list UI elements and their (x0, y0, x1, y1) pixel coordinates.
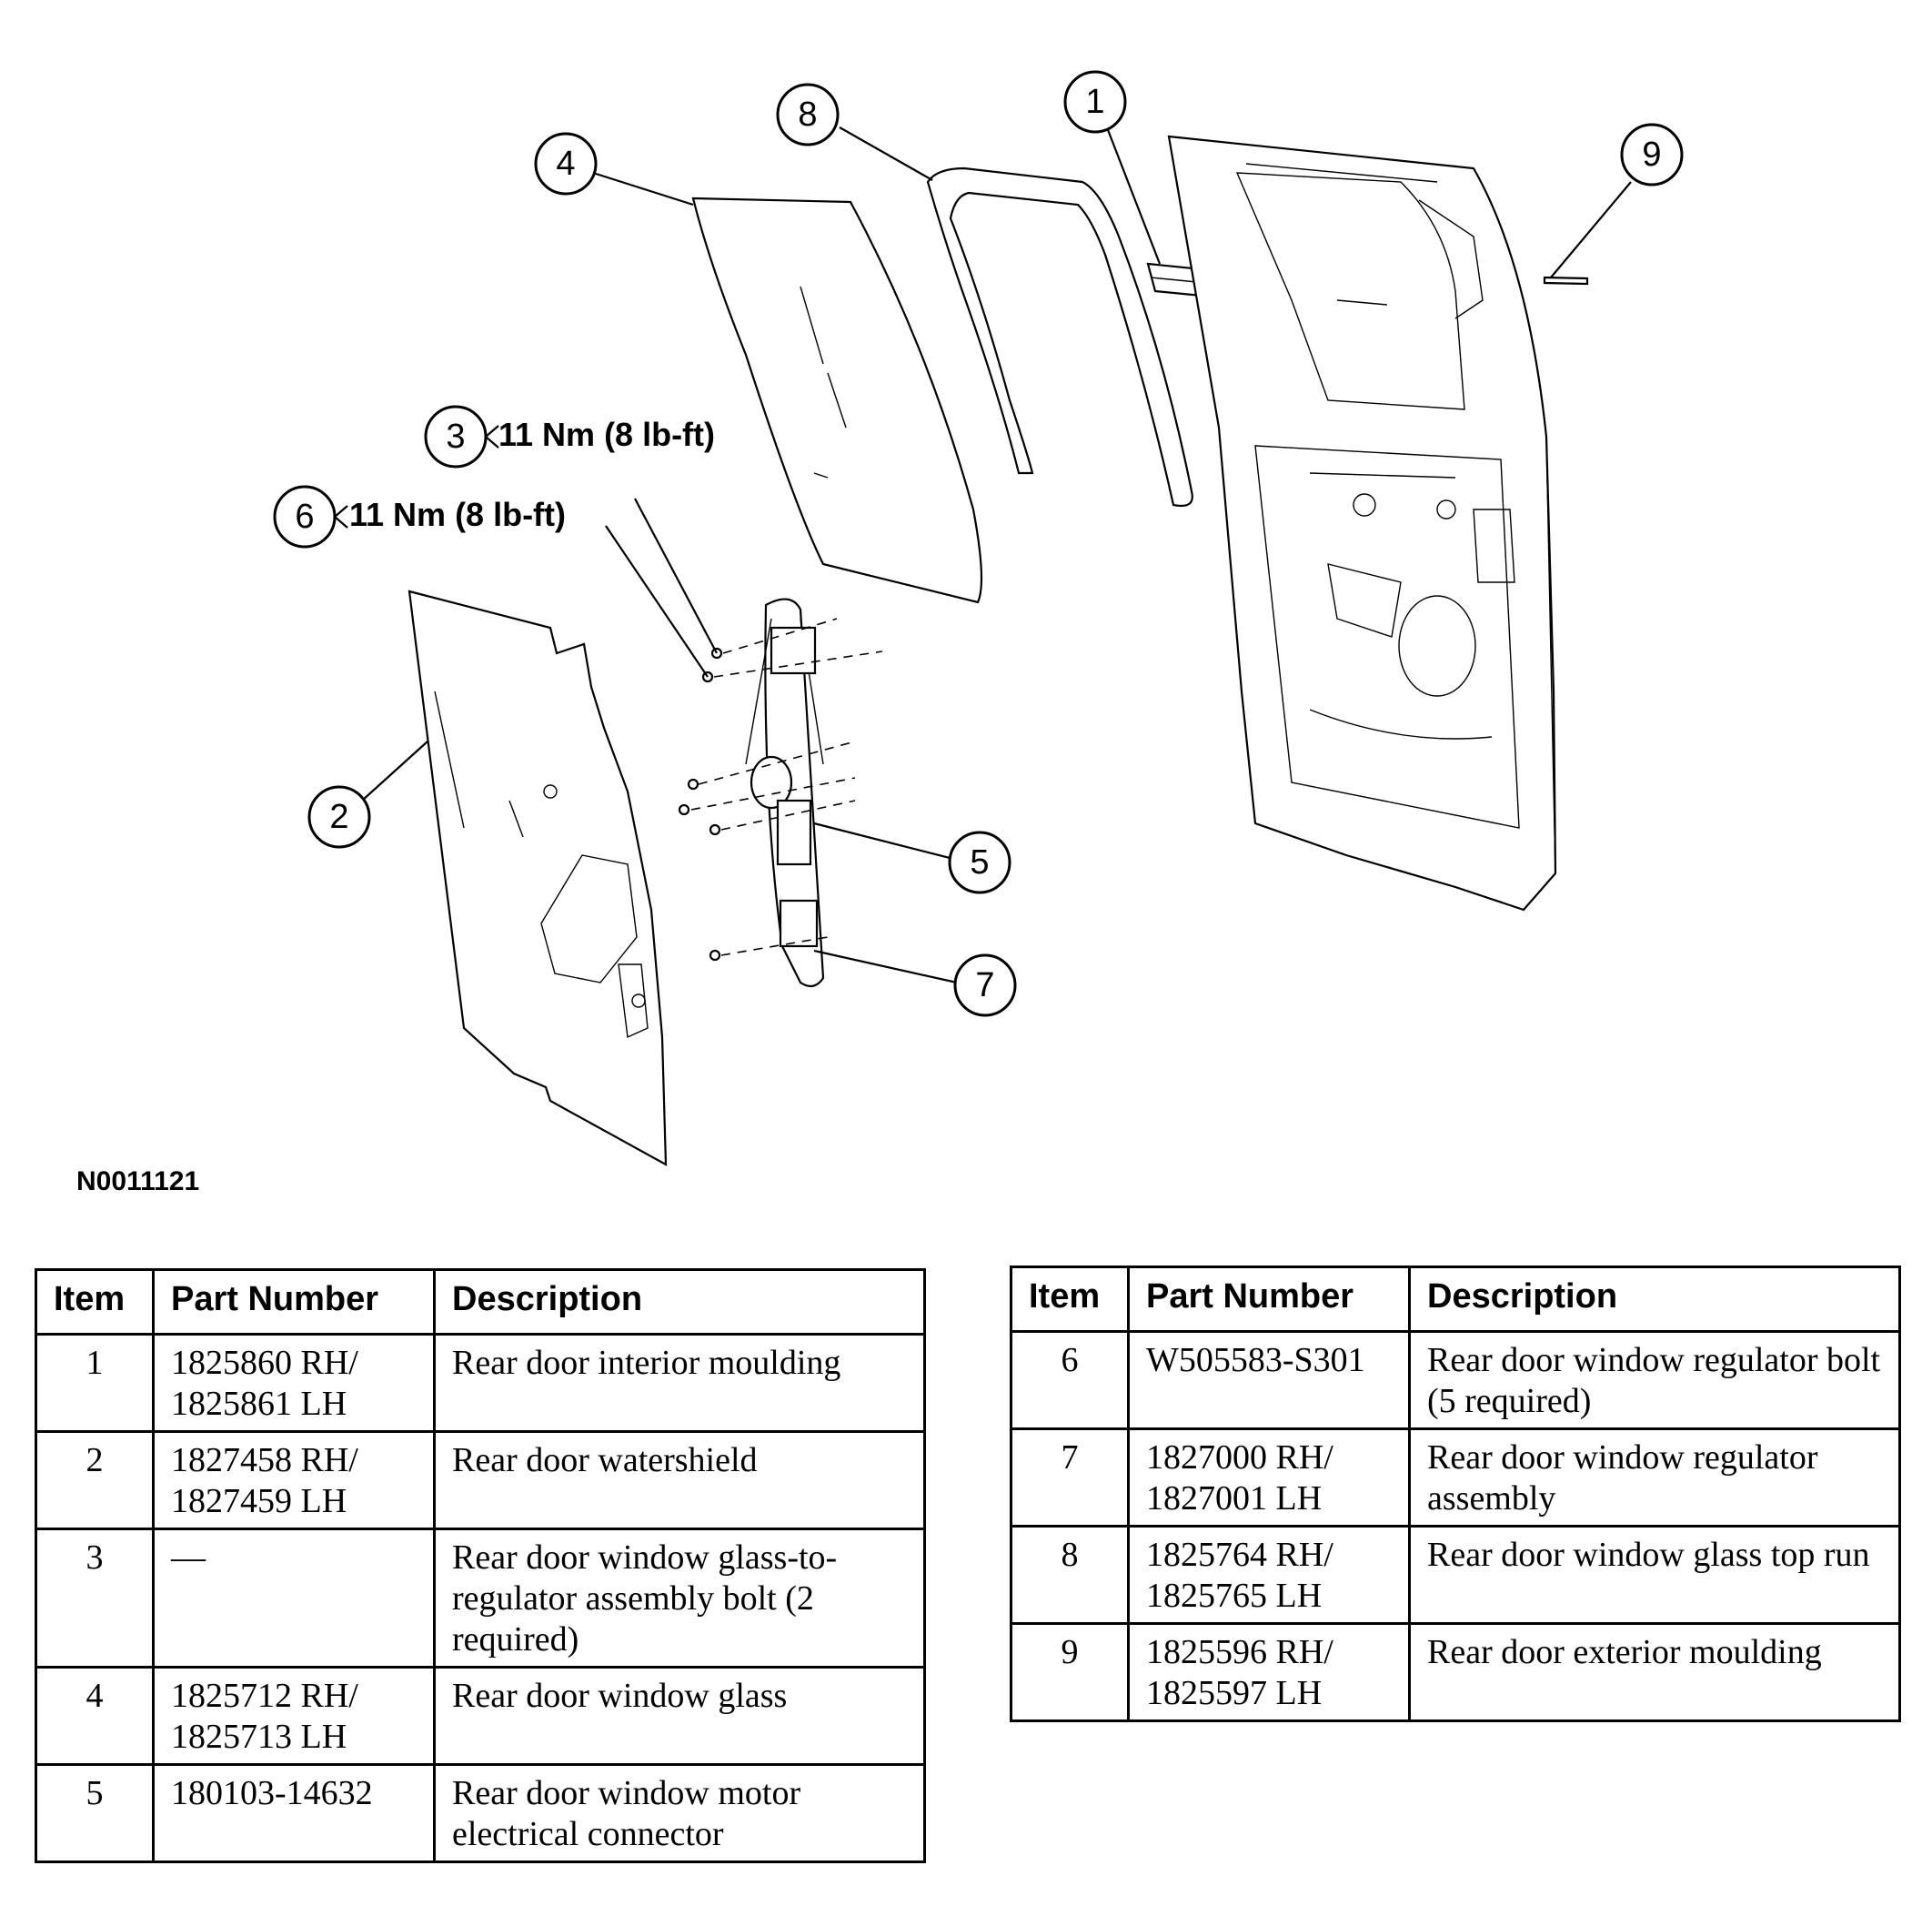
item-cell: 8 (1010, 1525, 1130, 1625)
part-number-cell: 1825764 RH/ 1825765 LH (1127, 1525, 1411, 1625)
exterior-moulding-part (1543, 276, 1589, 286)
part-number-cell: W505583-S301 (1127, 1330, 1411, 1430)
part-number-cell: — (152, 1528, 436, 1669)
torque-bracket-3 (485, 425, 499, 449)
illustration-reference-code: N0011121 (76, 1166, 200, 1196)
leader-line-7 (813, 949, 958, 984)
item-cell: 2 (35, 1430, 155, 1530)
header-part-number: Part Number (1127, 1266, 1411, 1333)
description-cell: Rear door watershield (433, 1430, 926, 1530)
header-description: Description (1408, 1266, 1901, 1333)
callout-2: 2 (307, 785, 371, 849)
part-number-cell: 1827458 RH/ 1827459 LH (152, 1430, 436, 1530)
part-number-cell: 1825596 RH/ 1825597 LH (1127, 1622, 1411, 1722)
svg-text:7: 7 (975, 966, 994, 1004)
torque-bracket-6 (334, 505, 348, 529)
callout-9: 9 (1620, 123, 1684, 187)
item-cell: 5 (35, 1763, 155, 1863)
item-cell: 3 (35, 1528, 155, 1669)
leader-line-6 (605, 525, 709, 678)
leader-line-4 (592, 171, 694, 207)
parts-table-right: Item Part Number Description 6 W505583-S… (1010, 1266, 1901, 1722)
description-cell: Rear door exterior moulding (1408, 1622, 1901, 1722)
callout-6: 6 (273, 485, 337, 549)
leader-line-2 (361, 741, 428, 802)
window-regulator-part (745, 598, 825, 988)
table-row: 3 — Rear door window glass-to-regulator … (35, 1528, 926, 1669)
callout-7: 7 (953, 953, 1017, 1017)
table-row: 2 1827458 RH/ 1827459 LH Rear door water… (35, 1430, 926, 1530)
description-cell: Rear door window regulator bolt (5 requi… (1408, 1330, 1901, 1430)
table-header-row: Item Part Number Description (1010, 1266, 1901, 1333)
part-number-cell: 1825860 RH/ 1825861 LH (152, 1333, 436, 1433)
callout-4: 4 (534, 132, 598, 196)
header-item: Item (1010, 1266, 1130, 1333)
svg-text:6: 6 (295, 498, 314, 536)
part-number-cell: 1825712 RH/ 1825713 LH (152, 1666, 436, 1766)
header-part-number: Part Number (152, 1268, 436, 1336)
leader-line-8 (839, 126, 933, 181)
description-cell: Rear door window glass (433, 1666, 926, 1766)
table-row: 9 1825596 RH/ 1825597 LH Rear door exter… (1010, 1622, 1901, 1722)
parts-table-left: Item Part Number Description 1 1825860 R… (35, 1268, 926, 1863)
callout-5: 5 (948, 831, 1011, 894)
callout-8: 8 (776, 83, 840, 146)
table-row: 8 1825764 RH/ 1825765 LH Rear door windo… (1010, 1525, 1901, 1625)
header-description: Description (433, 1268, 926, 1336)
rear-door-inner-panel (1167, 135, 1557, 912)
svg-text:3: 3 (446, 418, 465, 456)
svg-text:8: 8 (798, 96, 817, 134)
part-number-cell: 180103-14632 (152, 1763, 436, 1863)
description-cell: Rear door window regulator assembly (1408, 1427, 1901, 1528)
item-cell: 4 (35, 1666, 155, 1766)
description-cell: Rear door interior moulding (433, 1333, 926, 1433)
description-cell: Rear door window motor electrical connec… (433, 1763, 926, 1863)
svg-text:9: 9 (1642, 136, 1661, 174)
leader-line-5 (813, 822, 958, 862)
svg-text:4: 4 (556, 145, 575, 183)
leader-line-9 (1550, 181, 1632, 278)
table-row: 7 1827000 RH/ 1827001 LH Rear door windo… (1010, 1427, 1901, 1528)
glass-top-run-part (926, 166, 1193, 508)
torque-label-6: 11 Nm (8 lb-ft) (349, 496, 566, 533)
table-row: 4 1825712 RH/ 1825713 LH Rear door windo… (35, 1666, 926, 1766)
watershield-part (408, 590, 668, 1166)
svg-text:5: 5 (970, 843, 989, 882)
item-cell: 6 (1010, 1330, 1130, 1430)
table-row: 5 180103-14632 Rear door window motor el… (35, 1763, 926, 1863)
exploded-parts-diagram: 1 2 3 4 5 6 7 8 9 11 Nm (8 lb-ft) 11 Nm … (273, 70, 1684, 1166)
callout-3: 3 (424, 405, 488, 469)
part-number-cell: 1827000 RH/ 1827001 LH (1127, 1427, 1411, 1528)
table-row: 6 W505583-S301 Rear door window regulato… (1010, 1330, 1901, 1430)
torque-label-3: 11 Nm (8 lb-ft) (498, 416, 715, 453)
table-header-row: Item Part Number Description (35, 1268, 926, 1336)
description-cell: Rear door window glass top run (1408, 1525, 1901, 1625)
description-cell: Rear door window glass-to-regulator asse… (433, 1528, 926, 1669)
header-item: Item (35, 1268, 155, 1336)
callout-1: 1 (1063, 70, 1127, 134)
item-cell: 1 (35, 1333, 155, 1433)
leader-line-1 (1103, 122, 1162, 265)
svg-text:1: 1 (1085, 83, 1104, 121)
svg-text:2: 2 (329, 798, 348, 836)
item-cell: 7 (1010, 1427, 1130, 1528)
bolt-group (678, 618, 883, 962)
item-cell: 9 (1010, 1622, 1130, 1722)
table-row: 1 1825860 RH/ 1825861 LH Rear door inter… (35, 1333, 926, 1433)
leader-line-3 (634, 498, 718, 654)
window-glass-part (691, 197, 983, 604)
